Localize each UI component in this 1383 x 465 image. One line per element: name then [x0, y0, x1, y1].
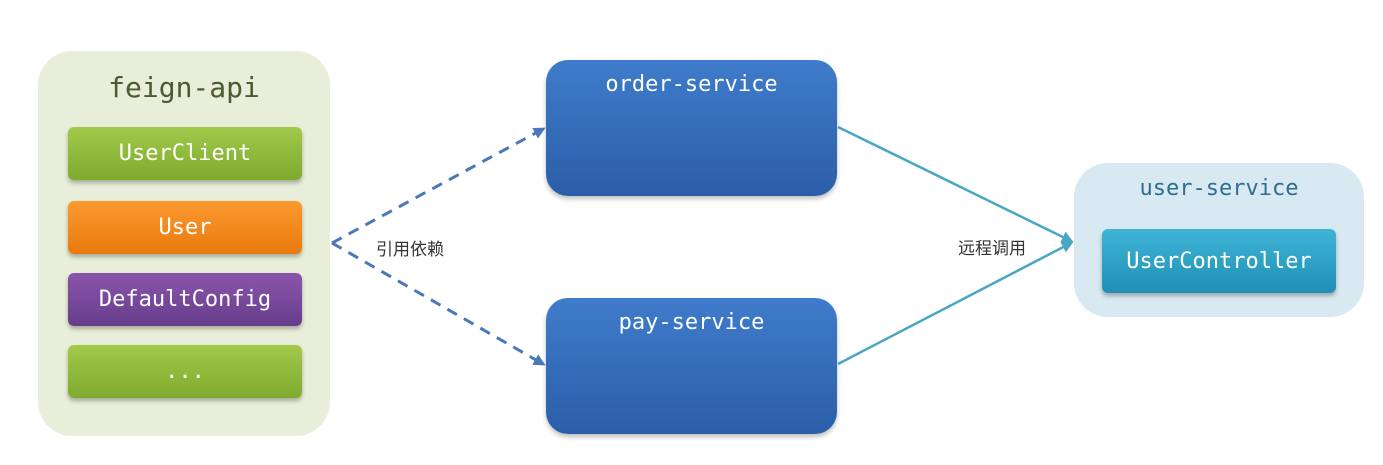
order-service-node: order-service	[546, 60, 837, 196]
dependency-arrow-pay	[331, 241, 546, 366]
remote-call-arrow-pay	[837, 241, 1074, 366]
dependency-arrow-order	[331, 127, 546, 245]
pay-service-title: pay-service	[618, 310, 765, 335]
feign-api-module: feign-api UserClient User DefaultConfig …	[38, 51, 330, 436]
user-item: User	[68, 201, 302, 254]
dependency-label: 引用依赖	[376, 240, 444, 260]
user-controller-item: UserController	[1102, 229, 1336, 293]
feign-api-title: feign-api	[108, 71, 260, 104]
more-items: ...	[68, 345, 302, 398]
order-service-title: order-service	[605, 72, 778, 97]
pay-service-node: pay-service	[546, 298, 837, 434]
remote-call-arrow-order	[837, 125, 1074, 243]
user-client-item: UserClient	[68, 127, 302, 180]
remote-call-label: 远程调用	[958, 239, 1026, 259]
default-config-item: DefaultConfig	[68, 273, 302, 326]
user-service-module: user-service UserController	[1074, 163, 1364, 317]
user-service-title: user-service	[1139, 176, 1299, 201]
